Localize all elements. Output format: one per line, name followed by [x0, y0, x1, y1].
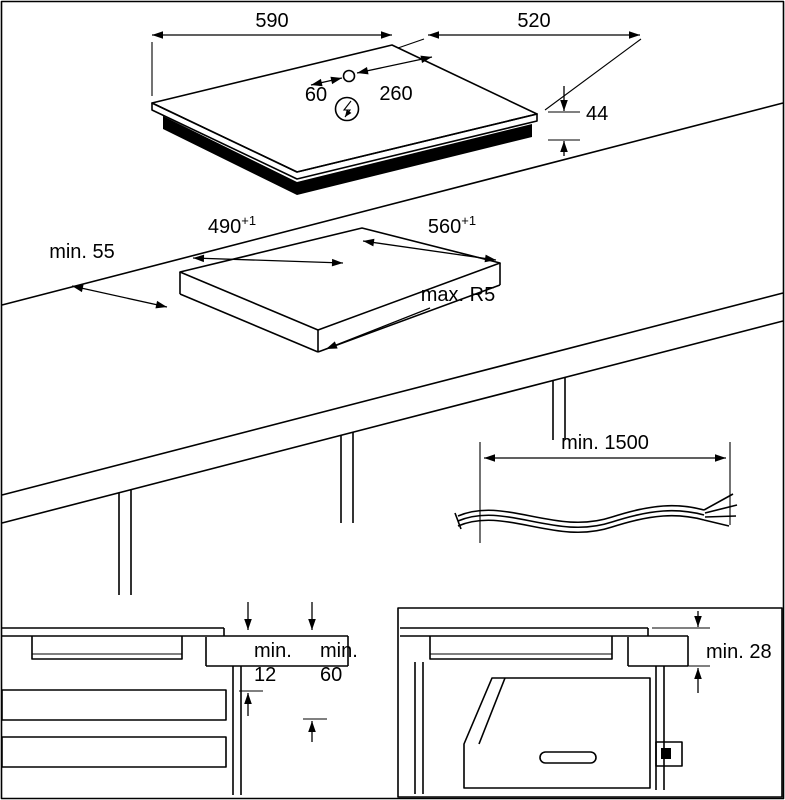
hob-depth-label: 520 [517, 10, 550, 32]
dimension-line [310, 76, 343, 87]
clearance-small-prefix: min. [254, 640, 292, 662]
drawer-panel [1, 689, 227, 721]
hob-width-label: 590 [255, 10, 288, 32]
section-above-oven: min. 28 [397, 607, 783, 798]
cable-wire-end [704, 504, 738, 514]
cutout-depth-tolerance: +1 [241, 213, 256, 228]
hob-body-section [31, 636, 183, 660]
cable-wire-end [703, 493, 734, 511]
cutout-depth-label: 490+1 [208, 213, 256, 238]
extension-line [397, 38, 425, 49]
cutout-inner-edge [179, 293, 319, 353]
cable-offset-label: 60 [305, 84, 327, 106]
section-frame [397, 607, 783, 798]
cable-cut-end [454, 512, 462, 530]
worktop-cutout-view: 490+1 560+1 min. 55 max. R5 [1, 102, 784, 595]
cable-wire-end [704, 515, 737, 518]
dimension-min-12: min. 12 [239, 602, 292, 716]
mains-cable [457, 509, 705, 529]
dimension-cutout-490: 490+1 [192, 213, 344, 267]
clearance-large-prefix: min. [320, 640, 358, 662]
cable-distance-label: 260 [379, 83, 412, 105]
cutout-width-tolerance: +1 [461, 213, 476, 228]
drawer-panel [1, 736, 227, 768]
oven-front-slant-line [478, 677, 506, 745]
mains-cable [457, 504, 705, 524]
cutout-width-value: 560 [428, 216, 461, 238]
mounting-bracket [655, 741, 683, 767]
dimension-min-60: min. 60 [303, 602, 358, 742]
dimension-line [192, 254, 344, 267]
dimension-line [71, 284, 168, 309]
min-edge-distance-label: min. 55 [49, 241, 115, 263]
dimension-width-590: 590 [151, 10, 392, 96]
oven-handle-slot [539, 751, 597, 764]
dimension-line [362, 238, 497, 263]
mains-cable-view: min. 1500 [454, 432, 738, 543]
mains-cable [457, 514, 705, 534]
oven-outline [463, 677, 651, 789]
cable-entry-hole [342, 69, 356, 83]
cable-wire-end [703, 519, 730, 527]
dimension-line [356, 55, 433, 75]
lightning-bolt-glyph [342, 100, 352, 118]
hob-glass-top [151, 44, 538, 173]
hob-height-label: 44 [586, 103, 608, 125]
worktop-back-edge [1, 102, 784, 306]
lightning-bolt-icon [334, 96, 360, 122]
dimension-cable-hole: 60 260 [305, 55, 433, 106]
corner-radius-label: max. R5 [421, 284, 495, 306]
dimension-max-r5: max. R5 [325, 284, 495, 350]
extension-line [544, 38, 642, 111]
hob-body [163, 116, 532, 195]
section-above-drawer: min. 12 min. 60 [1, 602, 358, 795]
mounting-bracket-detail [661, 748, 671, 759]
cable-length-label: min. 1500 [561, 432, 649, 454]
worktop-front-top-edge [1, 292, 784, 496]
clearance-small-value: 12 [254, 664, 276, 686]
clearance-large-value: 60 [320, 664, 342, 686]
hob-isometric-view: 590 520 60 260 [151, 10, 642, 195]
hob-body-section [429, 636, 613, 660]
power-symbol-circle [334, 96, 360, 122]
dimension-cutout-560: 560+1 [362, 213, 497, 263]
min-clearance-label: min. 28 [706, 641, 772, 663]
cutout-width-label: 560+1 [428, 213, 476, 238]
cutout-depth-value: 490 [208, 216, 241, 238]
dimension-height-44: 44 [548, 86, 608, 156]
dimension-min-55: min. 55 [49, 241, 168, 309]
worktop-front-bottom-edge [1, 320, 784, 524]
dimension-depth-520: 520 [397, 10, 642, 111]
dimension-min-28: min. 28 [652, 611, 772, 693]
leader-line [325, 307, 431, 350]
